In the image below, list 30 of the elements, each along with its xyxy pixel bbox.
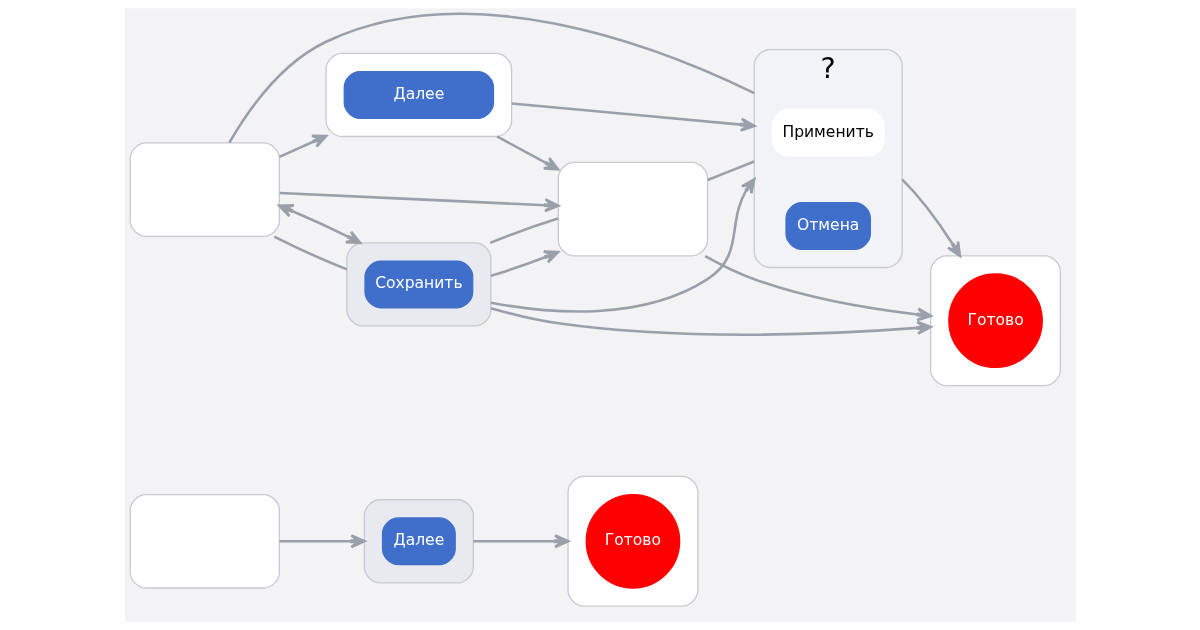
cluster: [345, 242, 491, 327]
connector: [489, 217, 558, 245]
node-box: Далее: [381, 517, 456, 566]
arrow: [278, 134, 327, 158]
connector: [227, 12, 755, 144]
arrow: [490, 250, 559, 278]
node-box: [557, 161, 708, 257]
arrow: [900, 178, 961, 258]
arrow: [277, 204, 361, 245]
node-box: Далее: [343, 70, 494, 119]
arrow: [279, 191, 559, 213]
cluster: [566, 475, 698, 607]
arrow: [495, 135, 559, 171]
node-box: Отмена: [784, 202, 871, 250]
arrow: [704, 254, 932, 322]
cluster: [324, 52, 512, 138]
connector: [273, 235, 347, 271]
node-circle: Готово: [585, 493, 680, 589]
node-circle: Готово: [947, 273, 1043, 369]
connector: [706, 160, 755, 182]
arrow: [511, 102, 756, 132]
node-box: [129, 493, 280, 589]
arrow: [490, 178, 756, 313]
arrow: [472, 534, 569, 549]
cluster: [363, 499, 474, 584]
arrow: [490, 307, 932, 336]
cluster: [929, 255, 1061, 387]
arrow: [278, 534, 366, 549]
node-box: [129, 142, 280, 238]
node-box: Сохранить: [363, 260, 473, 309]
